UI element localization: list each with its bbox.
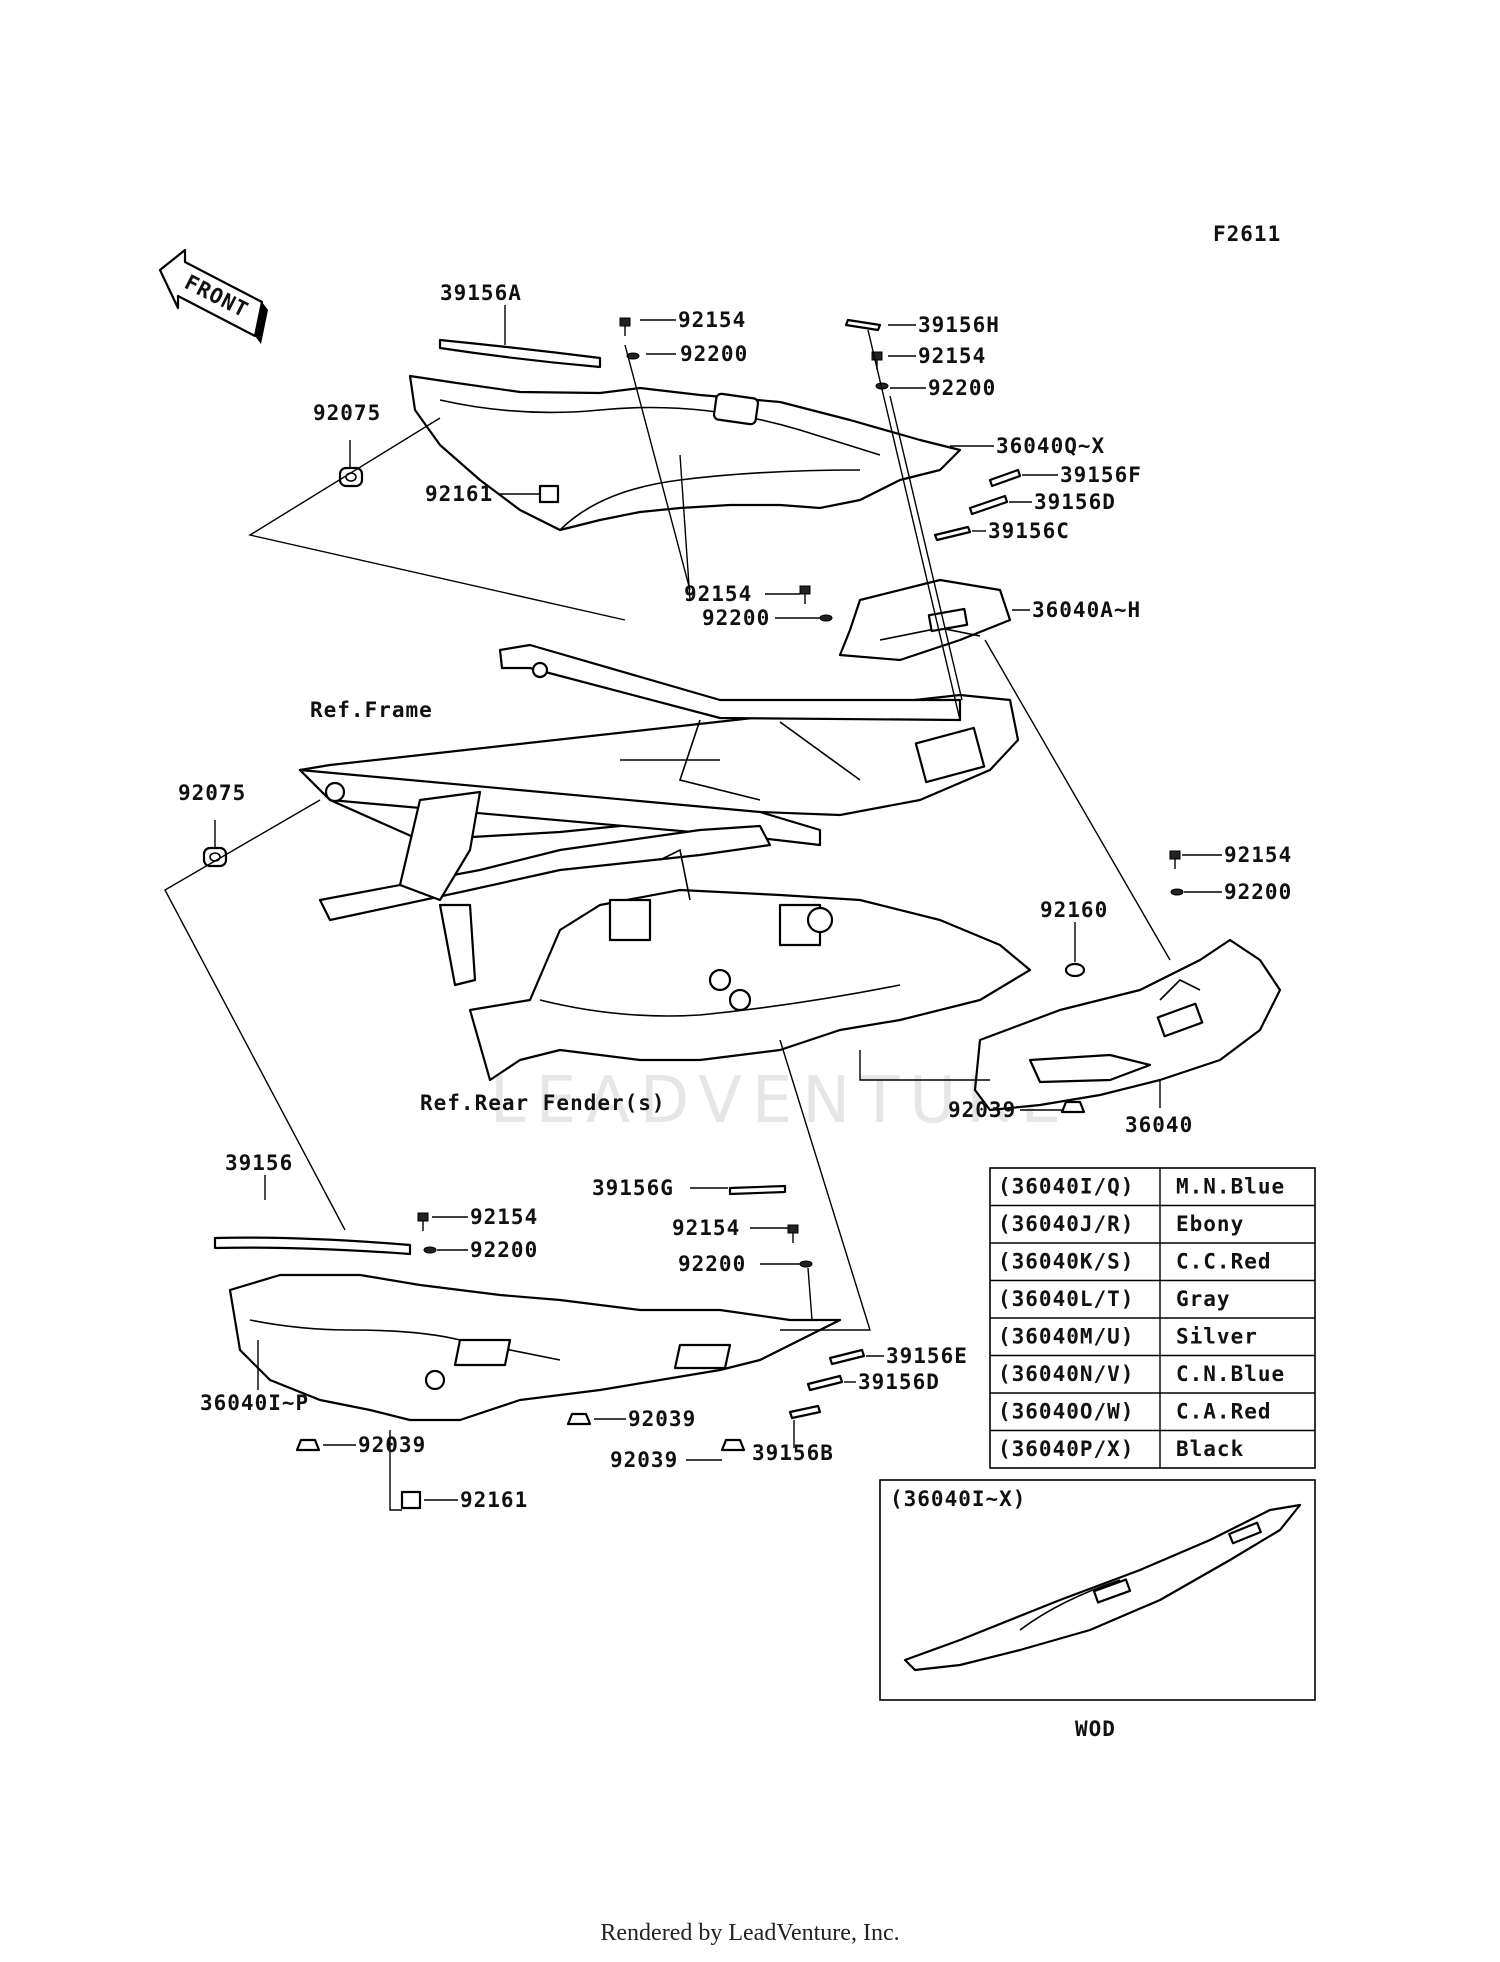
figure-code: F2611 — [1213, 222, 1281, 246]
bolt-icon — [1169, 850, 1181, 869]
callout-92200: 92200 — [470, 1238, 538, 1262]
trim-39156 — [213, 1236, 412, 1256]
callout-39156F: 39156F — [1060, 463, 1142, 487]
inset-caption: WOD — [1075, 1717, 1116, 1741]
trim-39156A — [438, 338, 602, 369]
bolt-icon — [417, 1212, 429, 1231]
callout-36040: 36040 — [1125, 1113, 1193, 1137]
table-cell-color: M.N.Blue — [1176, 1175, 1285, 1199]
table-cell-color: C.A.Red — [1176, 1400, 1272, 1424]
callout-92161: 92161 — [425, 482, 493, 506]
callout-39156H: 39156H — [918, 313, 1000, 337]
table-cell-color: Ebony — [1176, 1212, 1244, 1236]
callout-39156E: 39156E — [886, 1344, 968, 1368]
callout-39156G: 39156G — [592, 1176, 674, 1200]
clip-block-icon — [538, 484, 560, 504]
clip-icon — [720, 1438, 746, 1452]
front-arrow: FRONT — [158, 248, 268, 344]
callout-39156D: 39156D — [1034, 490, 1116, 514]
washer-icon — [423, 1246, 437, 1254]
callout-92160: 92160 — [1040, 898, 1108, 922]
rear-fender — [468, 848, 1032, 1082]
callout-92200: 92200 — [1224, 880, 1292, 904]
callout-92161: 92161 — [460, 1488, 528, 1512]
table-cell-color: Gray — [1176, 1287, 1231, 1311]
clip-icon — [295, 1438, 321, 1452]
callout-92200: 92200 — [680, 342, 748, 366]
color-table: (36040I/Q) M.N.Blue (36040J/R) Ebony (36040K… — [989, 1167, 1316, 1469]
callout-39156C: 39156C — [988, 519, 1070, 543]
ref-frame: Ref.Frame — [310, 698, 433, 722]
table-cell-code: (36040N/V) — [998, 1362, 1134, 1386]
clip-icon — [566, 1412, 592, 1426]
washer-icon — [626, 352, 640, 360]
seat-cover-lower — [228, 1273, 842, 1422]
callout-92075: 92075 — [178, 781, 246, 805]
trim-39156F — [988, 468, 1022, 488]
table-cell-code: (36040I/Q) — [998, 1175, 1134, 1199]
callout-92039: 92039 — [628, 1407, 696, 1431]
trim-39156G — [728, 1184, 787, 1196]
table-cell-color: Black — [1176, 1437, 1244, 1461]
frame — [298, 643, 1020, 987]
callout-92154: 92154 — [470, 1205, 538, 1229]
callout-92039: 92039 — [610, 1448, 678, 1472]
damper-icon — [1064, 962, 1086, 978]
table-cell-color: Silver — [1176, 1325, 1258, 1349]
callout-labels: 39156A 92154 92200 39156H 92154 92200 36… — [178, 281, 1292, 1512]
callout-92154: 92154 — [684, 582, 752, 606]
clip-block-icon — [400, 1490, 422, 1510]
table-cell-code: (36040K/S) — [998, 1250, 1134, 1274]
bolt-icon — [799, 585, 811, 604]
callout-92200: 92200 — [928, 376, 996, 400]
table-cell-code: (36040M/U) — [998, 1325, 1134, 1349]
callout-92154: 92154 — [918, 344, 986, 368]
callout-36040I-P: 36040I~P — [200, 1391, 309, 1415]
callout-39156B: 39156B — [752, 1441, 834, 1465]
callout-92200: 92200 — [702, 606, 770, 630]
callout-92039: 92039 — [358, 1433, 426, 1457]
seat-cover-upper — [408, 374, 962, 532]
bolt-icon — [787, 1224, 799, 1243]
trim-39156B — [788, 1404, 822, 1420]
callout-92154: 92154 — [672, 1216, 740, 1240]
callout-39156D: 39156D — [858, 1370, 940, 1394]
trim-39156D-lower — [806, 1374, 844, 1392]
footer-credit: Rendered by LeadVenture, Inc. — [600, 1920, 900, 1946]
callout-92075: 92075 — [313, 401, 381, 425]
washer-icon — [1170, 888, 1184, 896]
ref-rear-fender: Ref.Rear Fender(s) — [420, 1091, 666, 1115]
callout-36040Q-X: 36040Q~X — [996, 434, 1105, 458]
callout-92200: 92200 — [678, 1252, 746, 1276]
callout-36040A-H: 36040A~H — [1032, 598, 1141, 622]
table-cell-code: (36040L/T) — [998, 1287, 1134, 1311]
trim-39156C — [933, 525, 972, 542]
washer-icon — [819, 614, 833, 622]
table-cell-color: C.C.Red — [1176, 1250, 1272, 1274]
washer-icon — [799, 1260, 813, 1268]
table-cell-code: (36040J/R) — [998, 1212, 1134, 1236]
trim-39156H — [844, 318, 882, 332]
watermark: LEADVENTURE — [490, 1064, 1071, 1138]
bolt-icon — [619, 317, 631, 336]
trim-39156D-upper — [968, 494, 1009, 516]
grommet-icon — [202, 846, 228, 868]
table-cell-color: C.N.Blue — [1176, 1362, 1285, 1386]
clip-icon — [1060, 1100, 1086, 1114]
table-cell-code: (36040O/W) — [998, 1400, 1134, 1424]
callout-39156A: 39156A — [440, 281, 522, 305]
inset-wod: (36040I~X) WOD — [879, 1479, 1316, 1741]
table-cell-code: (36040P/X) — [998, 1437, 1134, 1461]
leader-lines — [164, 305, 1222, 1511]
cover-36040AH — [838, 578, 1012, 662]
inset-title: (36040I~X) — [890, 1487, 1026, 1511]
callout-92154: 92154 — [1224, 843, 1292, 867]
callout-39156: 39156 — [225, 1151, 293, 1175]
callout-92154: 92154 — [678, 308, 746, 332]
trim-39156E — [828, 1348, 866, 1366]
callout-92039: 92039 — [948, 1098, 1016, 1122]
tail-cover-36040 — [973, 938, 1282, 1112]
